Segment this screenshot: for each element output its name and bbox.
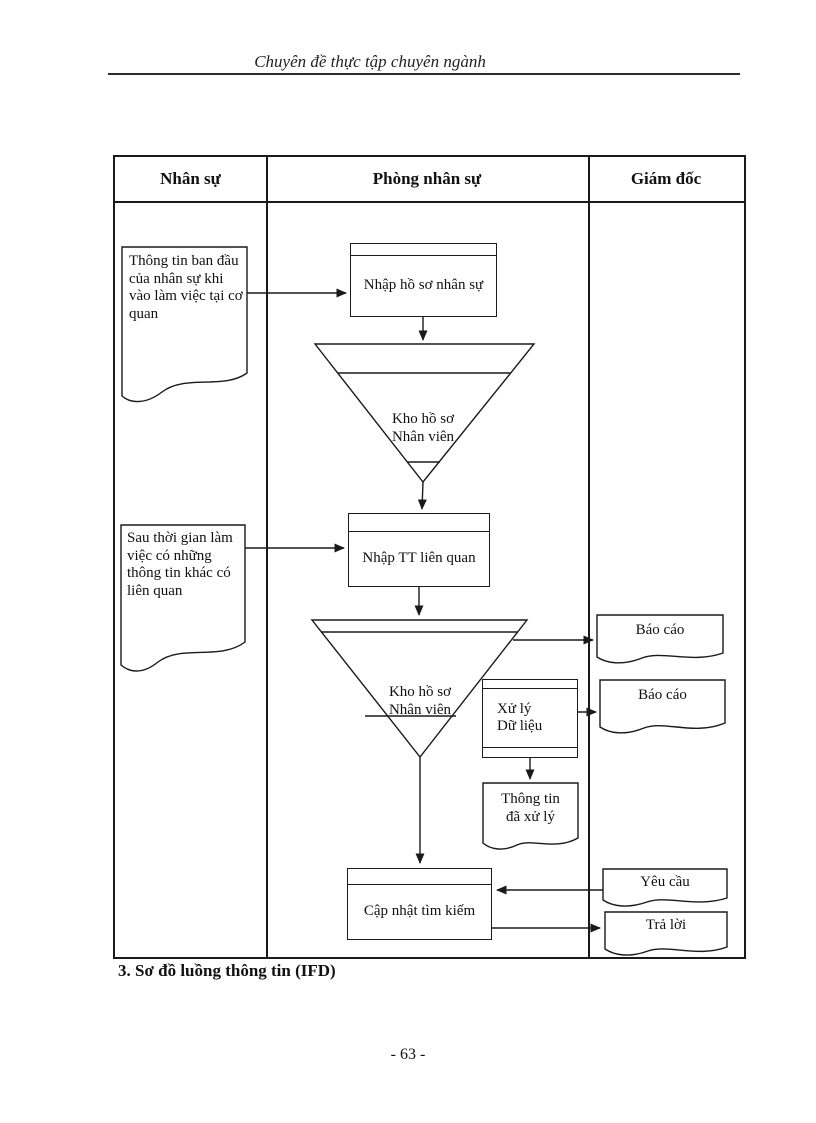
swimlane-divider-2 [588,157,590,957]
document-later-info-shape [120,524,246,672]
document-processed-info-shape [482,782,579,850]
document-initial-info-shape [121,246,248,403]
swimlane-header-row: Nhân sự Phòng nhân sự Giám đốc [115,157,744,203]
process-data-box: Xử lý Dữ liệu [482,679,578,758]
swimlane-divider-1 [266,157,268,957]
process-update-search-header-strip [348,869,491,885]
process-enter-related-header-strip [349,514,489,532]
header-rule [108,73,740,75]
swimlane-header-giam-doc: Giám đốc [630,169,702,188]
process-enter-profile-label: Nhập hồ sơ nhân sự [363,277,484,294]
process-update-search-box: Cập nhật tìm kiếm [347,868,492,940]
running-header: Chuyên đề thực tập chuyên ngành [254,52,486,71]
process-data-label: Xử lý Dữ liệu [497,700,543,734]
datastore-2-triangle [310,619,529,759]
datastore-1-label: Kho hồ sơ Nhân viên [391,411,455,445]
document-reply-shape [604,911,728,956]
document-request-label: Yêu cầu [640,874,690,890]
arrow-store1-to-enter-related [417,481,427,510]
process-enter-related-label: Nhập TT liên quan [362,550,476,567]
process-update-search-label: Cập nhật tìm kiếm [363,903,476,920]
figure-caption: 3. Sơ đồ luồng thông tin (IFD) [118,961,336,980]
process-enter-profile-header-strip [351,244,496,256]
page-number: - 63 - [390,1046,426,1063]
document-initial-info-label: Thông tin ban đầu của nhân sự khi vào là… [129,253,243,322]
swimlane-header-phong-nhan-su: Phòng nhân sự [372,169,482,188]
document-report-1-label: Báo cáo [635,622,685,638]
document-report-1-shape [596,614,724,664]
document-later-info-label: Sau thời gian làm việc có những thông ti… [127,530,233,599]
document-request-shape [602,868,728,907]
process-data-footer-strip [483,747,577,757]
ifd-swimlane-table: Nhân sự Phòng nhân sự Giám đốc [113,155,746,959]
datastore-1-triangle [313,343,536,484]
document-processed-info-label: Thông tin đã xử lý [501,791,560,825]
process-enter-related-box: Nhập TT liên quan [348,513,490,587]
process-enter-profile-box: Nhập hồ sơ nhân sự [350,243,497,317]
document-reply-label: Trả lời [645,917,687,933]
swimlane-header-nhan-su: Nhân sự [160,169,221,188]
document-report-2-label: Báo cáo [638,687,687,703]
datastore-2-label: Kho hồ sơ Nhân viên [388,684,452,718]
document-report-2-shape [599,679,726,734]
process-data-header-strip [483,680,577,689]
